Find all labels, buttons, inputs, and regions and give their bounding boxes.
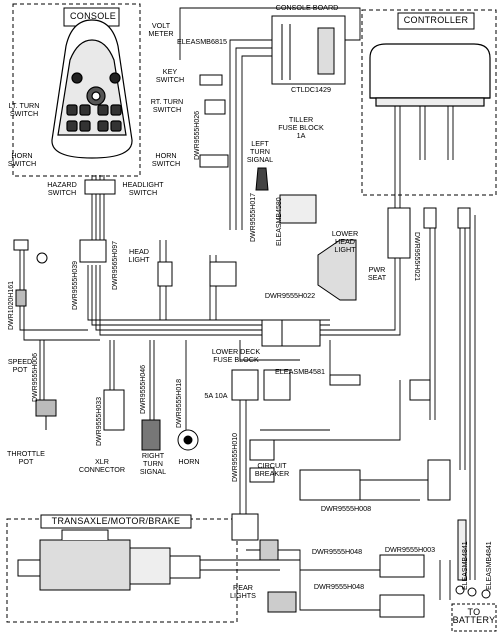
eleasmb4581-label: ELEASMB4581 bbox=[275, 367, 325, 376]
lower-head-light-label: LOWER HEAD LIGHT bbox=[331, 229, 359, 254]
dwr9555h008-label: DWR9555H008 bbox=[320, 504, 372, 513]
xlr-connector-label: XLR CONNECTOR bbox=[78, 457, 126, 474]
eleasmb6815-label: ELEASMB6815 bbox=[177, 37, 227, 46]
transaxle-title: TRANSAXLE/MOTOR/BRAKE bbox=[51, 516, 181, 526]
components bbox=[13, 167, 491, 599]
controller-box bbox=[361, 9, 497, 196]
dwr1020h161-label: DWR1020H161 bbox=[8, 280, 15, 330]
speed-pot-label: SPEED POT bbox=[7, 357, 33, 374]
pwr-seat-label: PWR SEAT bbox=[367, 265, 387, 282]
dwr9555h033-label: DWR9555H033 bbox=[96, 396, 103, 446]
left-turn-signal-label: LEFT TURN SIGNAL bbox=[246, 139, 274, 164]
headlight-switch-label: HEADLIGHT SWITCH bbox=[122, 180, 164, 197]
battery-box bbox=[451, 603, 497, 632]
battery-title: TO BATTERY bbox=[452, 607, 496, 625]
right-turn-signal-label: RIGHT TURN SIGNAL bbox=[139, 451, 167, 476]
horn-switch-right-label: HORN SWITCH bbox=[151, 151, 181, 168]
dwr9555h017-label: DWR9555H017 bbox=[250, 192, 257, 242]
dwr9555h026-label: DWR9555H026 bbox=[194, 110, 201, 160]
circuit-breaker-label: CIRCUIT BREAKER bbox=[254, 461, 290, 478]
horn-label: HORN bbox=[178, 457, 200, 466]
rt-turn-switch-label: RT. TURN SWITCH bbox=[150, 97, 184, 114]
rear-lights-label: REAR LIGHTS bbox=[230, 583, 256, 600]
dwr9555h003-label: DWR9555H003 bbox=[384, 545, 436, 554]
dwr9555h010-label: DWR9555H010 bbox=[232, 432, 239, 482]
lt-turn-switch-label: LT. TURN SWITCH bbox=[8, 101, 40, 118]
fuse-5a-10a-label: 5A 10A bbox=[204, 391, 228, 400]
controller-module bbox=[369, 43, 491, 107]
controller-title: CONTROLLER bbox=[403, 15, 469, 25]
eleasmb4580-label: ELEASMB4580 bbox=[276, 197, 283, 246]
lower-deck-fuse-block-label: LOWER DECK FUSE BLOCK bbox=[211, 347, 261, 364]
connectors bbox=[79, 74, 471, 618]
eleasmb4841-a-label: ELEASMB4841 bbox=[462, 541, 469, 590]
throttle-pot-label: THROTTLE POT bbox=[7, 449, 45, 466]
dwr9555h018-label: DWR9555H018 bbox=[176, 378, 183, 428]
tiller-fuse-block-label: TILLER FUSE BLOCK 1A bbox=[278, 115, 324, 140]
dwr9565h097-label: DWR9565H097 bbox=[112, 240, 119, 290]
dwr9555h021-label: DWR9555H021 bbox=[413, 232, 420, 282]
dwr9555h006-label: DWR9555H006 bbox=[32, 352, 39, 402]
eleasmb4841-b-label: ELEASMB4841 bbox=[486, 541, 493, 590]
console-box bbox=[12, 3, 141, 177]
rear-lights-graphic bbox=[259, 539, 297, 613]
head-light-label: HEAD LIGHT bbox=[128, 247, 150, 264]
hazard-switch-label: HAZARD SWITCH bbox=[47, 180, 77, 197]
dwr9555h048-b-label: DWR9555H048 bbox=[313, 582, 365, 591]
horn-switch-left-label: HORN SWITCH bbox=[7, 151, 37, 168]
console-title: CONSOLE bbox=[70, 11, 117, 21]
console-board bbox=[271, 15, 346, 85]
dwr9555h022-label: DWR9555H022 bbox=[264, 291, 316, 300]
console-board-label: CONSOLE BOARD bbox=[275, 3, 339, 12]
dwr9555h046-label: DWR9555H046 bbox=[140, 364, 147, 414]
console-body bbox=[51, 19, 133, 159]
volt-meter-label: VOLT METER bbox=[148, 21, 174, 38]
dwr9555h039-label: DWR9555H039 bbox=[72, 260, 79, 310]
transaxle-motor bbox=[17, 529, 201, 591]
dwr9555h048-a-label: DWR9555H048 bbox=[311, 547, 363, 556]
key-switch-label: KEY SWITCH bbox=[155, 67, 185, 84]
ctldc-label: CTLDC1429 bbox=[291, 85, 331, 94]
